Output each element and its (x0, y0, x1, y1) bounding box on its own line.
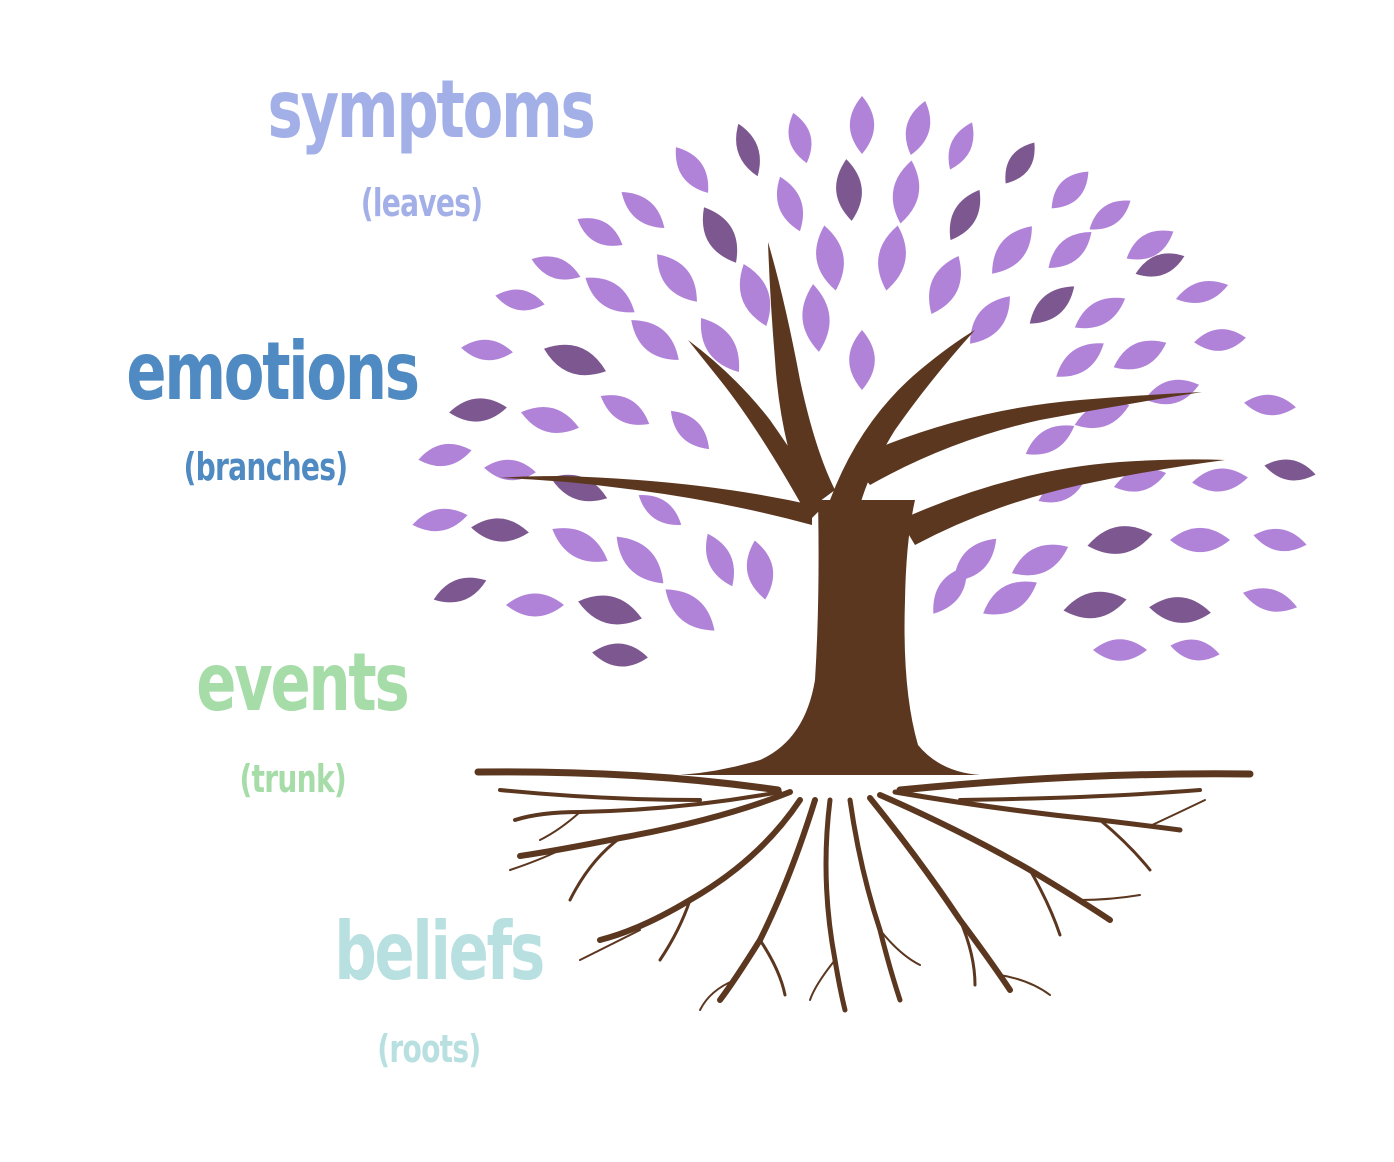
leaf (675, 147, 709, 193)
leaf (1242, 588, 1298, 612)
leaf (621, 192, 665, 228)
leaf (670, 410, 710, 450)
leaf (543, 344, 607, 376)
leaf (983, 581, 1037, 615)
leaf (970, 296, 1010, 344)
leaf (616, 536, 664, 584)
leaf (577, 218, 623, 246)
leaf (929, 255, 961, 315)
leaf (1264, 459, 1316, 481)
leaf (788, 112, 812, 164)
leaf (836, 159, 862, 221)
leaf (949, 189, 981, 241)
leaf (1029, 286, 1075, 324)
leaf (1192, 468, 1248, 492)
leaf (702, 207, 738, 263)
leaf (1135, 253, 1185, 277)
leaf (746, 540, 774, 600)
emotions-title: emotions (126, 325, 421, 418)
leaf (992, 226, 1032, 274)
leaf (1074, 297, 1126, 329)
leaf (1244, 394, 1296, 416)
leaf (816, 225, 844, 291)
leaf (600, 395, 650, 425)
leaf (1253, 528, 1307, 552)
leaf (700, 317, 740, 373)
leaf (948, 122, 974, 170)
leaf (1011, 544, 1069, 576)
leaf (1048, 232, 1092, 268)
leaf (878, 225, 906, 291)
leaf (412, 508, 468, 532)
leaf (521, 406, 579, 434)
leaf (1056, 343, 1104, 377)
leaf (933, 566, 967, 614)
leaf (1093, 639, 1147, 661)
leaf (1063, 591, 1127, 619)
events-title: events (195, 636, 409, 729)
leaf (418, 443, 472, 467)
leaf (1089, 200, 1131, 230)
emotions-subtitle: (branches) (183, 445, 348, 489)
leaf (1170, 639, 1220, 661)
leaf (1170, 528, 1230, 553)
leaf (1113, 340, 1167, 370)
leaf (1025, 425, 1075, 455)
leaf (592, 643, 648, 667)
leaf (1144, 379, 1200, 405)
leaf (777, 176, 803, 232)
leaf (506, 593, 564, 617)
leaf (550, 474, 608, 502)
symptoms-subtitle: (leaves) (360, 181, 482, 225)
leaf (471, 518, 529, 542)
leaf (461, 339, 513, 361)
leaf (706, 533, 734, 587)
leaf (1194, 329, 1246, 351)
leaf (849, 96, 875, 154)
leaf (665, 589, 715, 631)
beliefs-subtitle: (roots) (376, 1027, 481, 1071)
leaf (657, 254, 697, 302)
leaf (585, 277, 635, 313)
leaf (578, 595, 642, 625)
roots-group (474, 768, 1254, 1013)
leaf (631, 320, 679, 360)
trunk-group (500, 242, 1225, 775)
leaf (1005, 142, 1035, 184)
leaf (1149, 597, 1211, 623)
leaf (449, 398, 507, 422)
leaves-group (412, 96, 1316, 667)
events-subtitle: (trunk) (239, 757, 346, 801)
leaf (1175, 281, 1229, 303)
leaf (495, 289, 545, 311)
leaf (433, 577, 487, 603)
leaf (892, 160, 920, 224)
leaf (739, 263, 771, 327)
beliefs-title: beliefs (334, 905, 545, 998)
leaf (1051, 171, 1089, 209)
leaf (1126, 230, 1174, 260)
leaf (1113, 468, 1167, 492)
leaf (905, 100, 931, 156)
leaf (531, 256, 581, 280)
leaf (802, 284, 830, 352)
leaf (484, 459, 536, 481)
leaf (1074, 402, 1130, 428)
leaf (1087, 526, 1153, 554)
leaf (552, 528, 608, 562)
leaf (849, 330, 875, 390)
leaf (638, 495, 682, 525)
leaf (736, 123, 760, 177)
symptoms-title: symptoms (267, 63, 596, 156)
